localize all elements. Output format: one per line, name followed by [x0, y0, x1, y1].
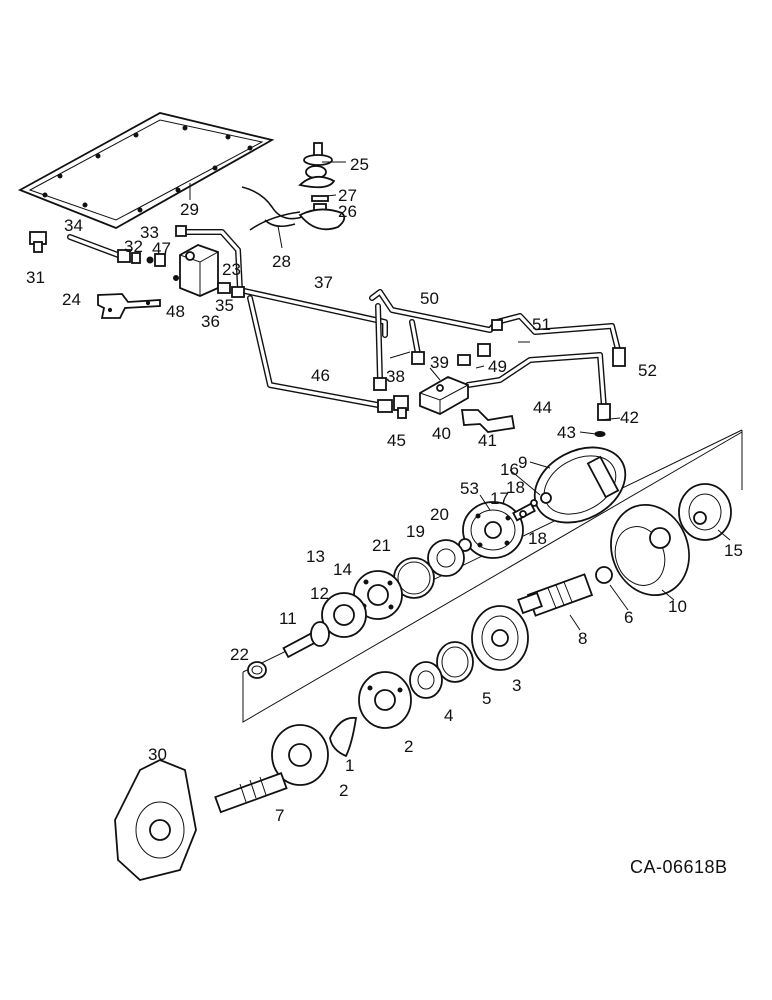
- plate-2-lower: [271, 724, 329, 786]
- carrier-plate-13-14: [353, 570, 403, 620]
- label-41: 41: [478, 431, 497, 450]
- planet-carrier-53: [462, 501, 524, 559]
- bracket-41: [460, 409, 516, 433]
- cover-plate-29: [17, 112, 275, 229]
- label-28: 28: [272, 252, 291, 271]
- label-19: 19: [406, 522, 425, 541]
- label-30: 30: [148, 745, 167, 764]
- gear-12: [321, 592, 367, 638]
- leader-lines: [189, 161, 731, 631]
- tee-fitting-45: [377, 395, 409, 419]
- label-10: 10: [668, 597, 687, 616]
- label-6: 6: [624, 608, 633, 627]
- fittings-35-36-48: [173, 275, 245, 298]
- label-15: 15: [724, 541, 743, 560]
- label-8: 8: [578, 629, 587, 648]
- label-31: 31: [26, 268, 45, 287]
- label-3: 3: [512, 676, 521, 695]
- label-14: 14: [333, 560, 352, 579]
- ring-6: [595, 566, 613, 584]
- label-2a: 2: [404, 737, 413, 756]
- label-46: 46: [311, 366, 330, 385]
- label-4: 4: [444, 706, 453, 725]
- seal-5-bearing-4: [409, 641, 474, 699]
- label-16: 16: [500, 460, 519, 479]
- label-12: 12: [310, 584, 329, 603]
- label-40: 40: [432, 424, 451, 443]
- plate-2-upper: [358, 671, 412, 729]
- label-39: 39: [430, 353, 449, 372]
- label-20: 20: [430, 505, 449, 524]
- label-50: 50: [420, 289, 439, 308]
- tee-fitting-31: [29, 231, 47, 253]
- label-23: 23: [222, 260, 241, 279]
- valve-block-40: [419, 376, 469, 415]
- final-drive-housing-30: [114, 759, 197, 881]
- label-45: 45: [387, 431, 406, 450]
- shaft-7: [214, 772, 288, 814]
- label-35: 35: [215, 296, 234, 315]
- label-53: 53: [460, 479, 479, 498]
- part-labels: 25 27 26 29 28 34 33 32 47 31 23 24 48 3…: [26, 155, 743, 877]
- shaft-8: [517, 573, 594, 617]
- label-32: 32: [124, 237, 143, 256]
- valve-block-23: [175, 225, 219, 297]
- label-21: 21: [372, 536, 391, 555]
- label-18a: 18: [506, 478, 525, 497]
- label-37: 37: [314, 273, 333, 292]
- bracket-24: [97, 293, 161, 319]
- label-43: 43: [557, 423, 576, 442]
- label-9: 9: [518, 453, 527, 472]
- pins-16-17-18: [512, 492, 552, 522]
- spacer-1: [329, 716, 358, 758]
- disc-15: [678, 483, 732, 541]
- label-47: 47: [152, 239, 171, 258]
- label-26: 26: [338, 202, 357, 221]
- label-18b: 18: [528, 529, 547, 548]
- label-22: 22: [230, 645, 249, 664]
- label-24: 24: [62, 290, 81, 309]
- label-7: 7: [275, 806, 284, 825]
- drawing-code: CA-06618B: [630, 857, 728, 877]
- label-13: 13: [306, 547, 325, 566]
- label-48: 48: [166, 302, 185, 321]
- fittings-38-39-49: [373, 319, 503, 391]
- label-17: 17: [490, 489, 509, 508]
- label-52: 52: [638, 361, 657, 380]
- label-38: 38: [386, 367, 405, 386]
- shaft-11: [282, 621, 330, 659]
- label-2b: 2: [339, 781, 348, 800]
- label-33: 33: [140, 223, 159, 242]
- label-34: 34: [64, 216, 83, 235]
- valve-knob-25: [298, 142, 345, 189]
- label-42: 42: [620, 408, 639, 427]
- label-5: 5: [482, 689, 491, 708]
- gear-housing-10: [610, 503, 690, 597]
- snap-ring-22: [247, 661, 267, 679]
- label-44: 44: [533, 398, 552, 417]
- fittings-32-33-47: [117, 249, 166, 267]
- label-25: 25: [350, 155, 369, 174]
- label-29: 29: [180, 200, 199, 219]
- ring-20-bearing-19: [427, 538, 472, 577]
- wiring-harness-28: [241, 186, 303, 249]
- label-1: 1: [345, 756, 354, 775]
- label-27: 27: [338, 186, 357, 205]
- label-11: 11: [279, 609, 297, 628]
- label-36: 36: [201, 312, 220, 331]
- label-51: 51: [532, 315, 551, 334]
- carrier-3: [471, 605, 529, 671]
- spring-washer-26-27: [298, 194, 346, 231]
- label-49: 49: [488, 357, 507, 376]
